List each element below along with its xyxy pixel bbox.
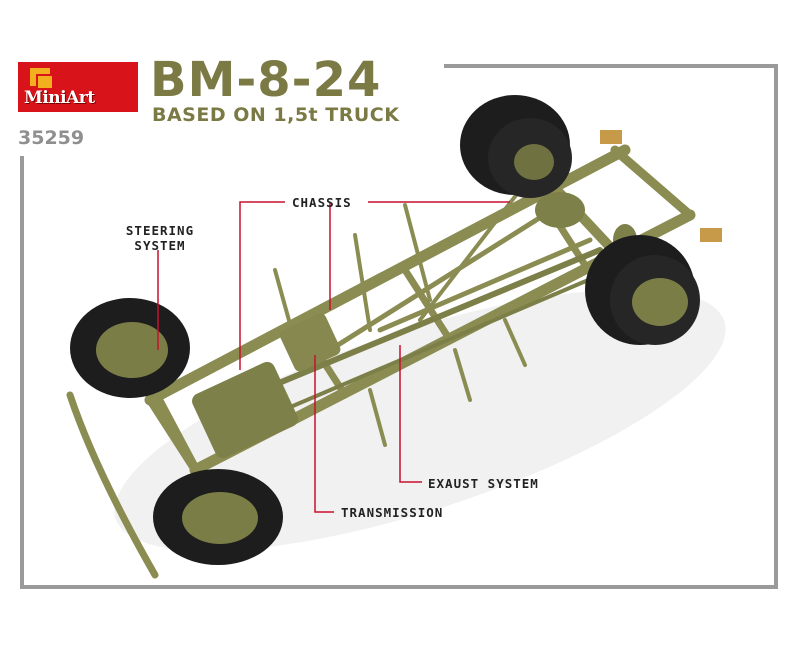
ground-shadow [114, 289, 726, 551]
logo-mark-block [38, 76, 52, 88]
wheel-hub [182, 492, 258, 544]
wheel-front-right [153, 469, 283, 565]
brace-b [377, 237, 593, 333]
wheel-rear-right [585, 235, 700, 345]
logo-text: MiniArt [24, 88, 95, 108]
outrigger-6 [503, 318, 527, 367]
label-steering-system: STEERING SYSTEM [114, 223, 206, 253]
label-transmission: TRANSMISSION [341, 505, 444, 520]
outrigger-2 [353, 233, 372, 332]
miniart-logo: MiniArt [18, 62, 138, 112]
rear-hook-right [700, 228, 722, 242]
brace-c [418, 188, 522, 322]
engine-block [192, 361, 298, 459]
product-title: BM-8-24 [150, 52, 382, 108]
wheel-front-left [70, 298, 190, 398]
wheel-hub [96, 322, 168, 378]
leader-exhaust [399, 345, 422, 483]
crossmember-2 [401, 266, 454, 344]
rear-crossmember [610, 145, 695, 220]
outrigger-3 [403, 203, 432, 302]
logo-mark-icon [30, 68, 50, 86]
rear-hook-left [600, 130, 622, 144]
wheel-hub [514, 144, 554, 180]
outrigger-5 [453, 348, 472, 402]
leader-lines [157, 201, 510, 513]
drive-shaft [247, 247, 603, 398]
wheel-hub [632, 278, 688, 326]
label-chassis: CHASSIS [292, 195, 352, 210]
leader-chassis-left [239, 201, 285, 370]
catalog-number: 35259 [18, 127, 85, 149]
leader-transmission [314, 355, 334, 513]
wheel-rear-left [460, 95, 572, 198]
front-bumper [66, 391, 159, 579]
engine-assembly [192, 130, 722, 459]
rear-differential [535, 192, 585, 228]
exhaust-pipe [258, 273, 602, 422]
gearbox [280, 313, 341, 372]
label-steering-line1: STEERING [125, 223, 195, 238]
label-steering-line2: SYSTEM [134, 238, 186, 253]
outrigger-4 [368, 388, 387, 447]
label-exhaust-system: EXAUST SYSTEM [428, 476, 539, 491]
product-subtitle: BASED ON 1,5t TRUCK [152, 104, 400, 126]
wheels [70, 95, 700, 565]
